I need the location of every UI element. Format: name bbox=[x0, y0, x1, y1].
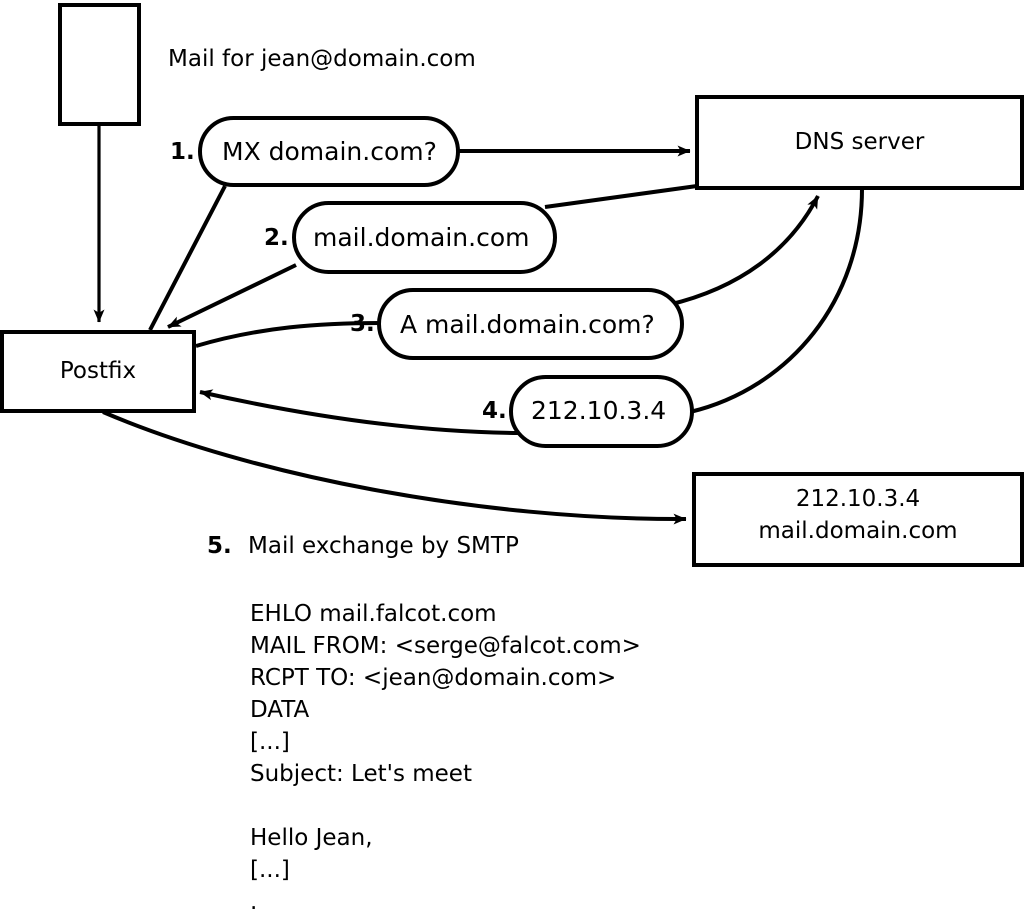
edge-postfix-to-step3 bbox=[195, 321, 381, 348]
target-server-label-line1: 212.10.3.4 bbox=[795, 486, 921, 512]
postfix-label: Postfix bbox=[59, 358, 137, 384]
step-3-bubble[interactable] bbox=[377, 288, 684, 360]
dns-server-box[interactable] bbox=[695, 95, 1024, 190]
page-title-label: Mail for jean@domain.com bbox=[168, 46, 476, 72]
edge-step2-to-postfix bbox=[167, 263, 297, 329]
postfix-box[interactable] bbox=[0, 330, 196, 413]
target-server-label-line2: mail.domain.com bbox=[758, 518, 958, 544]
step-1-bubble[interactable] bbox=[198, 116, 460, 187]
edge-postfix-to-step1 bbox=[148, 185, 227, 331]
edge-dns-to-step4 bbox=[689, 188, 864, 414]
edge-step3-to-dns bbox=[667, 195, 820, 307]
step-3-number: 3. bbox=[350, 311, 375, 337]
step-4-bubble[interactable] bbox=[509, 375, 694, 448]
step-2-label: mail.domain.com bbox=[313, 223, 530, 252]
edge-step4-to-postfix bbox=[199, 389, 519, 435]
step-1-number: 1. bbox=[170, 139, 195, 165]
step-2-bubble[interactable] bbox=[292, 201, 557, 274]
step-5-number: 5. bbox=[207, 533, 232, 559]
dns-server-label: DNS server bbox=[794, 129, 925, 155]
step-3-label: A mail.domain.com? bbox=[400, 310, 655, 339]
smtp-transcript: EHLO mail.falcot.com MAIL FROM: <serge@f… bbox=[250, 601, 641, 915]
step-1-label: MX domain.com? bbox=[222, 137, 437, 166]
mail-client-box[interactable] bbox=[58, 3, 141, 126]
edge-postfix-to-target bbox=[102, 410, 687, 525]
step-4-label: 212.10.3.4 bbox=[531, 396, 667, 425]
step-5-label: Mail exchange by SMTP bbox=[248, 533, 519, 559]
edge-dns-to-step2 bbox=[544, 184, 698, 209]
step-2-number: 2. bbox=[264, 225, 289, 251]
target-server-box[interactable] bbox=[692, 472, 1024, 567]
step-4-number: 4. bbox=[482, 398, 507, 424]
